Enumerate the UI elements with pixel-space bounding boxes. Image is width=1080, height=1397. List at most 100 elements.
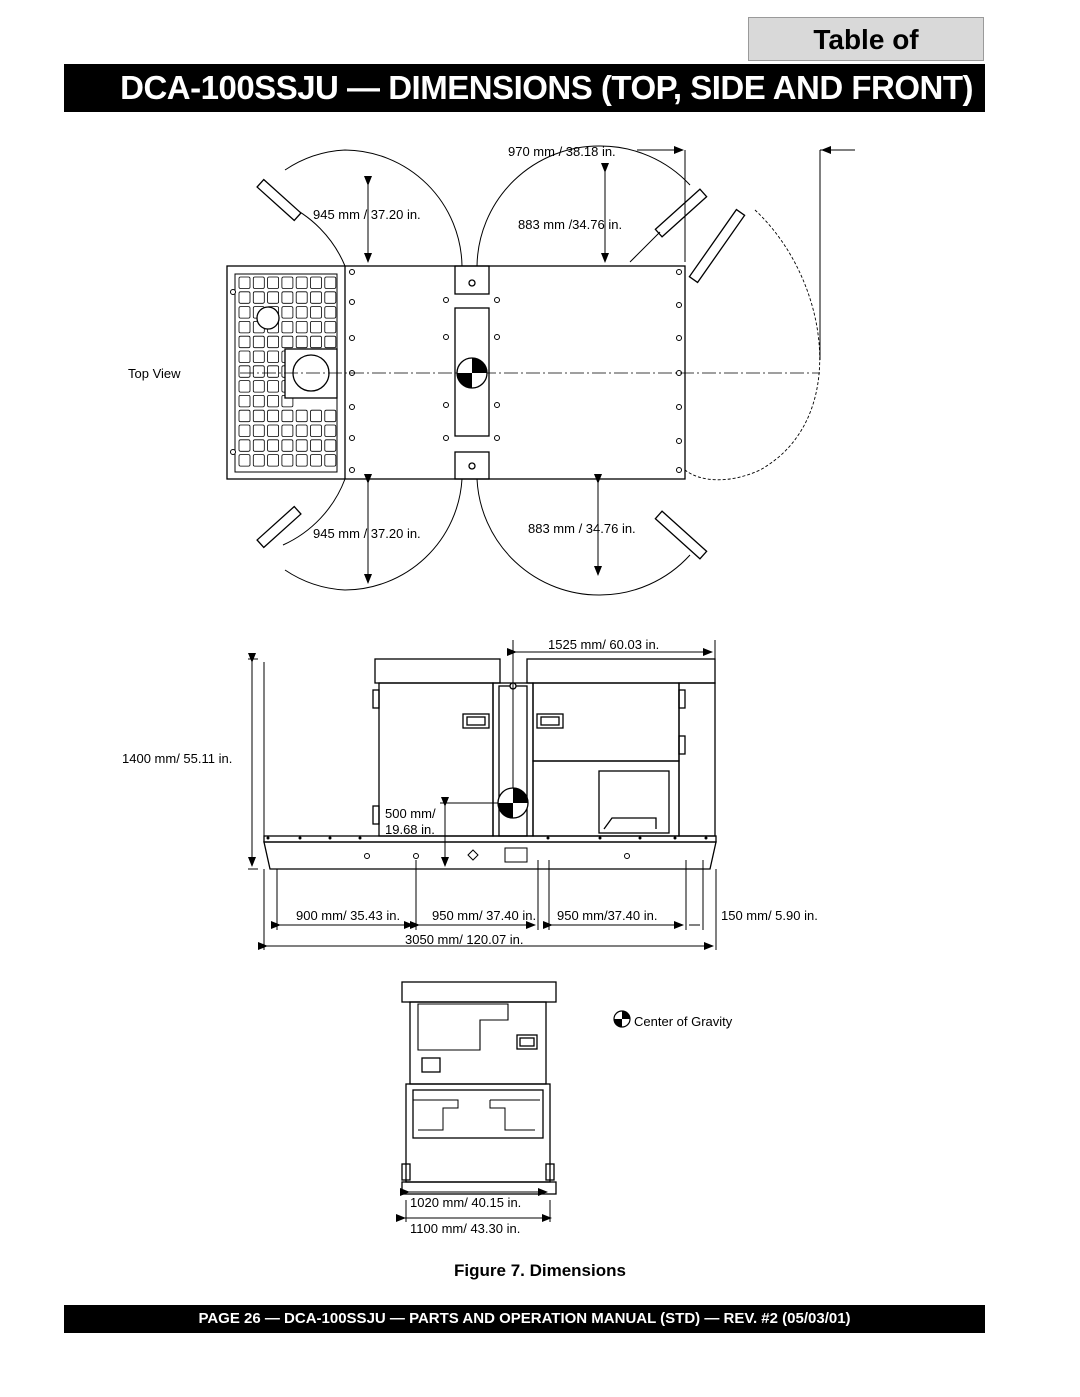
grille-cell [324,335,337,349]
dim-left-upper: 945 mm / 37.20 in. [313,207,421,222]
grille-cell [252,454,265,467]
dim-seg-3: 950 mm/37.40 in. [557,908,657,923]
grille-cell [281,439,294,452]
top-view [226,145,855,596]
grille-cell [324,409,337,423]
grille-cell [252,350,265,363]
grille-cell [324,320,337,334]
grille-cell [238,394,251,408]
grille-cell [310,291,322,304]
grille-cell [252,276,265,289]
grille-cell [310,424,322,437]
grille-cell [295,320,308,334]
grille-cell [281,306,294,319]
grille-cell [324,306,337,319]
top-view-labels: Top View 970 mm / 38.18 in. 945 mm / 37.… [128,144,636,541]
grille-cell [252,424,265,437]
grille-cell [267,291,280,304]
dim-door-width: 970 mm / 38.18 in. [508,144,616,159]
front-view [396,981,557,1222]
dim-right-lower: 883 mm / 34.76 in. [528,521,636,536]
grille-cell [310,276,322,289]
grille-cell [281,320,294,334]
grille-cell [281,409,294,423]
grille-cell [310,409,322,423]
grille-cell [281,276,294,289]
dim-seg-2: 950 mm/ 37.40 in. [432,908,536,923]
dim-seg-1: 900 mm/ 35.43 in. [296,908,400,923]
grille-cell [267,380,280,393]
grille-cell [281,335,294,349]
top-view-label: Top View [128,366,181,381]
cg-legend: Center of Gravity [613,1010,733,1029]
dim-height: 1400 mm/ 55.11 in. [122,751,232,766]
grille-cell [324,439,337,452]
grille-cell [310,335,322,349]
grille-cell [267,454,280,467]
grille-cell [238,454,251,467]
grille-cell [267,409,280,423]
grille-cell [252,291,265,304]
cg-legend-icon [613,1010,631,1028]
grille-cell [295,439,308,452]
grille-cell [295,409,308,423]
grille-cell [238,409,251,423]
grille-cell [238,424,251,437]
grille-cell [238,439,251,452]
grille-cell [281,291,294,304]
figure-caption: Figure 7. Dimensions [454,1261,626,1280]
grille-cell [281,424,294,437]
grille-cell [295,335,308,349]
grille-cell [267,335,280,349]
cg-symbol-side [497,787,529,819]
grille-cell [252,380,265,393]
grille-cell [281,454,294,467]
grille-cell [238,365,251,378]
grille-cell [267,439,280,452]
front-view-labels: 1020 mm/ 40.15 in. 1100 mm/ 43.30 in. [410,1195,521,1236]
grille-cell [310,454,322,467]
grille-cell [310,306,322,319]
grille-cell [238,350,251,363]
dim-right-upper: 883 mm /34.76 in. [518,217,622,232]
grille-cell [238,380,251,393]
grille-cell [238,320,251,334]
dim-total-length: 3050 mm/ 120.07 in. [405,932,524,947]
dim-left-lower: 945 mm / 37.20 in. [313,526,421,541]
grille-cell [295,424,308,437]
grille-cell [252,335,265,349]
grille-cell [295,276,308,289]
cg-legend-label: Center of Gravity [634,1014,733,1029]
grille-cell [310,320,322,334]
dim-cg-height-2: 19.68 in. [385,822,435,837]
grille-cell [252,409,265,423]
grille-cell [324,454,337,467]
grille-cell [267,365,280,378]
grille-cell [252,365,265,378]
grille-cell [310,439,322,452]
grille-cell [267,424,280,437]
cg-symbol-top [456,357,488,389]
dim-outer-width: 1100 mm/ 43.30 in. [410,1221,520,1236]
dim-seg-4: 150 mm/ 5.90 in. [721,908,818,923]
dim-cg-height-1: 500 mm/ [385,806,436,821]
grille-cell [295,291,308,304]
side-view-labels: 1525 mm/ 60.03 in. 1400 mm/ 55.11 in. 50… [122,637,818,947]
grille-cell [324,424,337,437]
dim-inner-width: 1020 mm/ 40.15 in. [410,1195,521,1210]
grille-cell [267,394,280,408]
grille-cell [238,335,251,349]
dim-cg-horizontal: 1525 mm/ 60.03 in. [548,637,659,652]
grille-cell [295,306,308,319]
grille-cell [238,291,251,304]
page-title: DCA-100SSJU — DIMENSIONS (TOP, SIDE AND … [64,64,985,112]
grille-cell [252,439,265,452]
grille-cell [238,306,251,319]
grille-cell [267,276,280,289]
grille-cell [324,276,337,289]
page-footer: PAGE 26 — DCA-100SSJU — PARTS AND OPERAT… [64,1305,985,1333]
side-view [248,640,717,950]
grille-cell [238,276,251,289]
grille-cell [295,454,308,467]
